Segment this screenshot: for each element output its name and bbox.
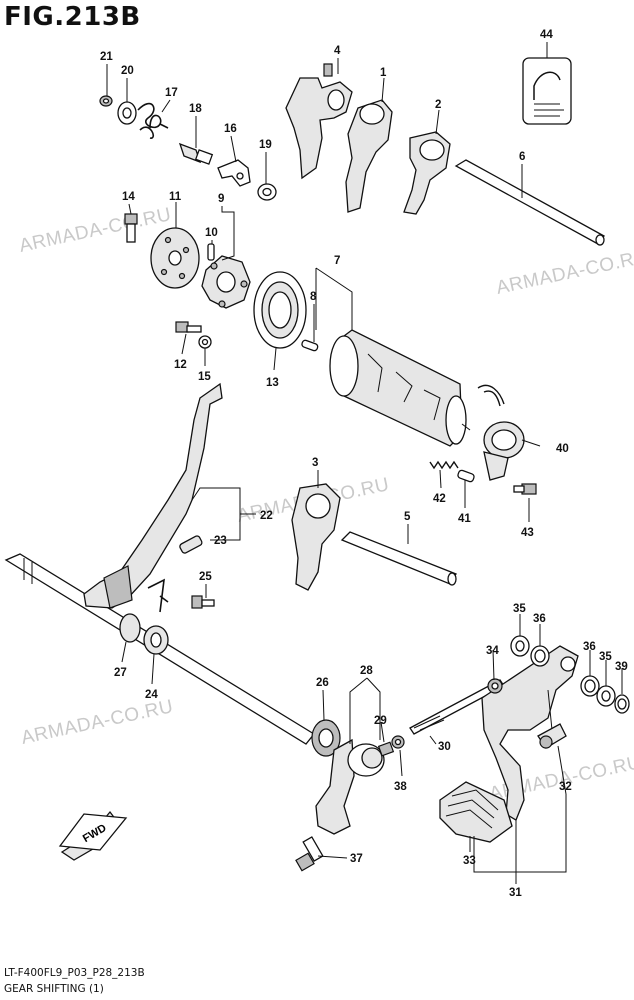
callout-35: 35 [599, 651, 612, 663]
callout-27: 27 [114, 667, 127, 679]
part-2-shift-fork [403, 131, 451, 215]
part-34-washer [487, 678, 503, 694]
part-12-bolt [175, 321, 202, 333]
part-44-label [522, 57, 572, 125]
callout-43: 43 [521, 527, 534, 539]
part-3-shift-fork [291, 483, 341, 591]
callout-32: 32 [559, 781, 572, 793]
part-14-bolt [124, 213, 138, 243]
part-24-spacer [143, 625, 169, 655]
figure-title: FIG.213B [4, 2, 141, 32]
callout-15: 15 [198, 371, 211, 383]
part-20-washer [117, 101, 137, 125]
callout-36: 36 [533, 613, 546, 625]
callout-40: 40 [556, 443, 569, 455]
callout-23: 23 [214, 535, 227, 547]
footer-code: LT-F400FL9_P03_P28_213B [4, 967, 145, 979]
callout-11: 11 [169, 191, 182, 203]
part-32-pedal-link [537, 723, 567, 749]
callout-38: 38 [394, 781, 407, 793]
callout-31: 31 [509, 887, 522, 899]
part-41-pin [457, 469, 475, 483]
callout-25: 25 [199, 571, 212, 583]
callout-14: 14 [122, 191, 135, 203]
callout-39: 39 [615, 661, 628, 673]
callout-12: 12 [174, 359, 187, 371]
callout-4: 4 [334, 45, 341, 57]
callout-7: 7 [334, 255, 340, 267]
part-9-gear-shift-cam-stopper [201, 255, 251, 309]
callout-10: 10 [205, 227, 218, 239]
part-22-gearshift-shaft [4, 382, 315, 745]
callout-34: 34 [486, 645, 499, 657]
callout-30: 30 [438, 741, 451, 753]
part-27-return-spring [119, 578, 169, 643]
part-1-shift-fork [345, 99, 393, 213]
part-28-gearshift-lever [315, 738, 395, 835]
part-17-spring [137, 102, 169, 139]
part-36-oil-seal-lower [580, 675, 600, 697]
callout-9: 9 [218, 193, 224, 205]
callout-numbers: 21 20 17 18 16 19 4 1 2 6 44 14 11 9 10 … [100, 29, 628, 899]
part-21-nut [99, 95, 113, 107]
callout-44: 44 [540, 29, 553, 41]
part-8-pin [301, 339, 319, 352]
part-11-cam-plate [150, 227, 200, 289]
callout-19: 19 [259, 139, 272, 151]
part-15-washer [198, 335, 212, 349]
callout-24: 24 [145, 689, 158, 701]
callout-20: 20 [121, 65, 134, 77]
leader-lines [106, 42, 623, 884]
callout-35: 35 [513, 603, 526, 615]
callout-42: 42 [433, 493, 446, 505]
part-36-oil-seal-upper [530, 645, 550, 667]
callout-16: 16 [224, 123, 237, 135]
part-26-oil-seal [311, 719, 341, 757]
part-4-shift-fork [285, 63, 353, 180]
part-10-pin [207, 243, 215, 261]
callout-2: 2 [435, 99, 441, 111]
part-7-gearshift-cam [329, 329, 471, 447]
footer-caption: GEAR SHIFTING (1) [4, 983, 104, 995]
part-38-nut [391, 735, 405, 749]
callout-28: 28 [360, 665, 373, 677]
part-6-fork-shaft [454, 159, 605, 246]
callout-5: 5 [404, 511, 411, 523]
callout-36: 36 [583, 641, 596, 653]
part-39-circlip [614, 694, 630, 714]
part-13-bearing [253, 271, 307, 349]
part-42-spring [429, 460, 459, 470]
part-19-washer [257, 183, 277, 201]
callout-6: 6 [519, 151, 525, 163]
callout-22: 22 [260, 510, 273, 522]
callout-3: 3 [312, 457, 318, 469]
callout-18: 18 [189, 103, 202, 115]
part-5-fork-shaft [340, 531, 457, 586]
callout-37: 37 [350, 853, 363, 865]
part-23-spring-pin [179, 535, 203, 554]
callout-41: 41 [458, 513, 471, 525]
callout-8: 8 [310, 291, 317, 303]
part-31-gearshift-pedal [481, 645, 579, 821]
callout-26: 26 [316, 677, 329, 689]
part-35-washer-upper [510, 635, 530, 657]
callout-33: 33 [463, 855, 476, 867]
callout-1: 1 [380, 67, 387, 79]
fwd-arrow-icon: FWD [58, 810, 128, 861]
part-16-bracket [217, 159, 251, 187]
callout-21: 21 [100, 51, 113, 63]
callout-29: 29 [374, 715, 387, 727]
part-25-bolt [191, 595, 215, 609]
part-35-washer-lower [596, 685, 616, 707]
part-37-bolt [295, 836, 324, 872]
part-18-bolt [178, 142, 214, 165]
part-33-pedal-rubber [439, 781, 513, 843]
callout-17: 17 [165, 87, 178, 99]
part-43-screw [513, 483, 537, 495]
callout-13: 13 [266, 377, 279, 389]
part-40-gear-position-switch [477, 384, 525, 481]
